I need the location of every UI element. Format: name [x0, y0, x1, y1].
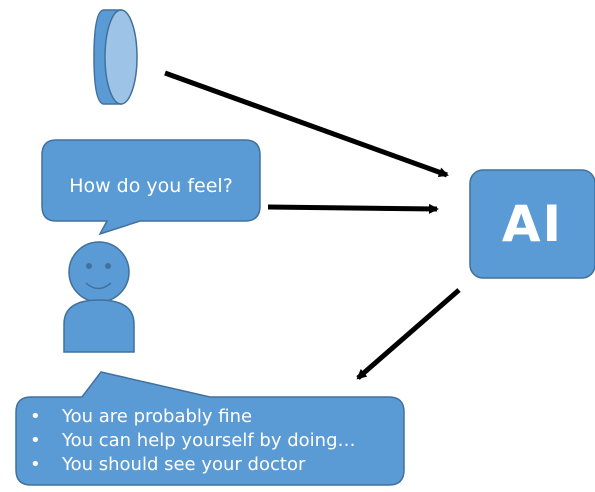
question-speech-bubble [41, 139, 261, 236]
question-text: How do you feel? [69, 175, 233, 197]
arrow-question-to-ai [267, 203, 439, 214]
arrow-camera-to-ai [164, 70, 449, 178]
response-list: • You are probably fine • You can help y… [30, 405, 356, 477]
response-item: • You can help yourself by doing… [30, 429, 356, 453]
bullet-icon: • [30, 430, 41, 451]
ai-box [469, 169, 595, 279]
response-item: • You should see your doctor [30, 453, 356, 477]
person-icon [63, 241, 135, 353]
ai-label: AI [501, 195, 564, 253]
response-speech-bubble [15, 371, 405, 486]
arrow-ai-to-response [356, 288, 461, 380]
response-item-text: You are probably fine [62, 406, 253, 427]
response-item-text: You should see your doctor [62, 454, 306, 475]
bullet-icon: • [30, 454, 41, 475]
response-item-text: You can help yourself by doing… [62, 430, 356, 451]
camera-lens-icon [93, 9, 138, 105]
response-item: • You are probably fine [30, 405, 356, 429]
bullet-icon: • [30, 406, 41, 427]
